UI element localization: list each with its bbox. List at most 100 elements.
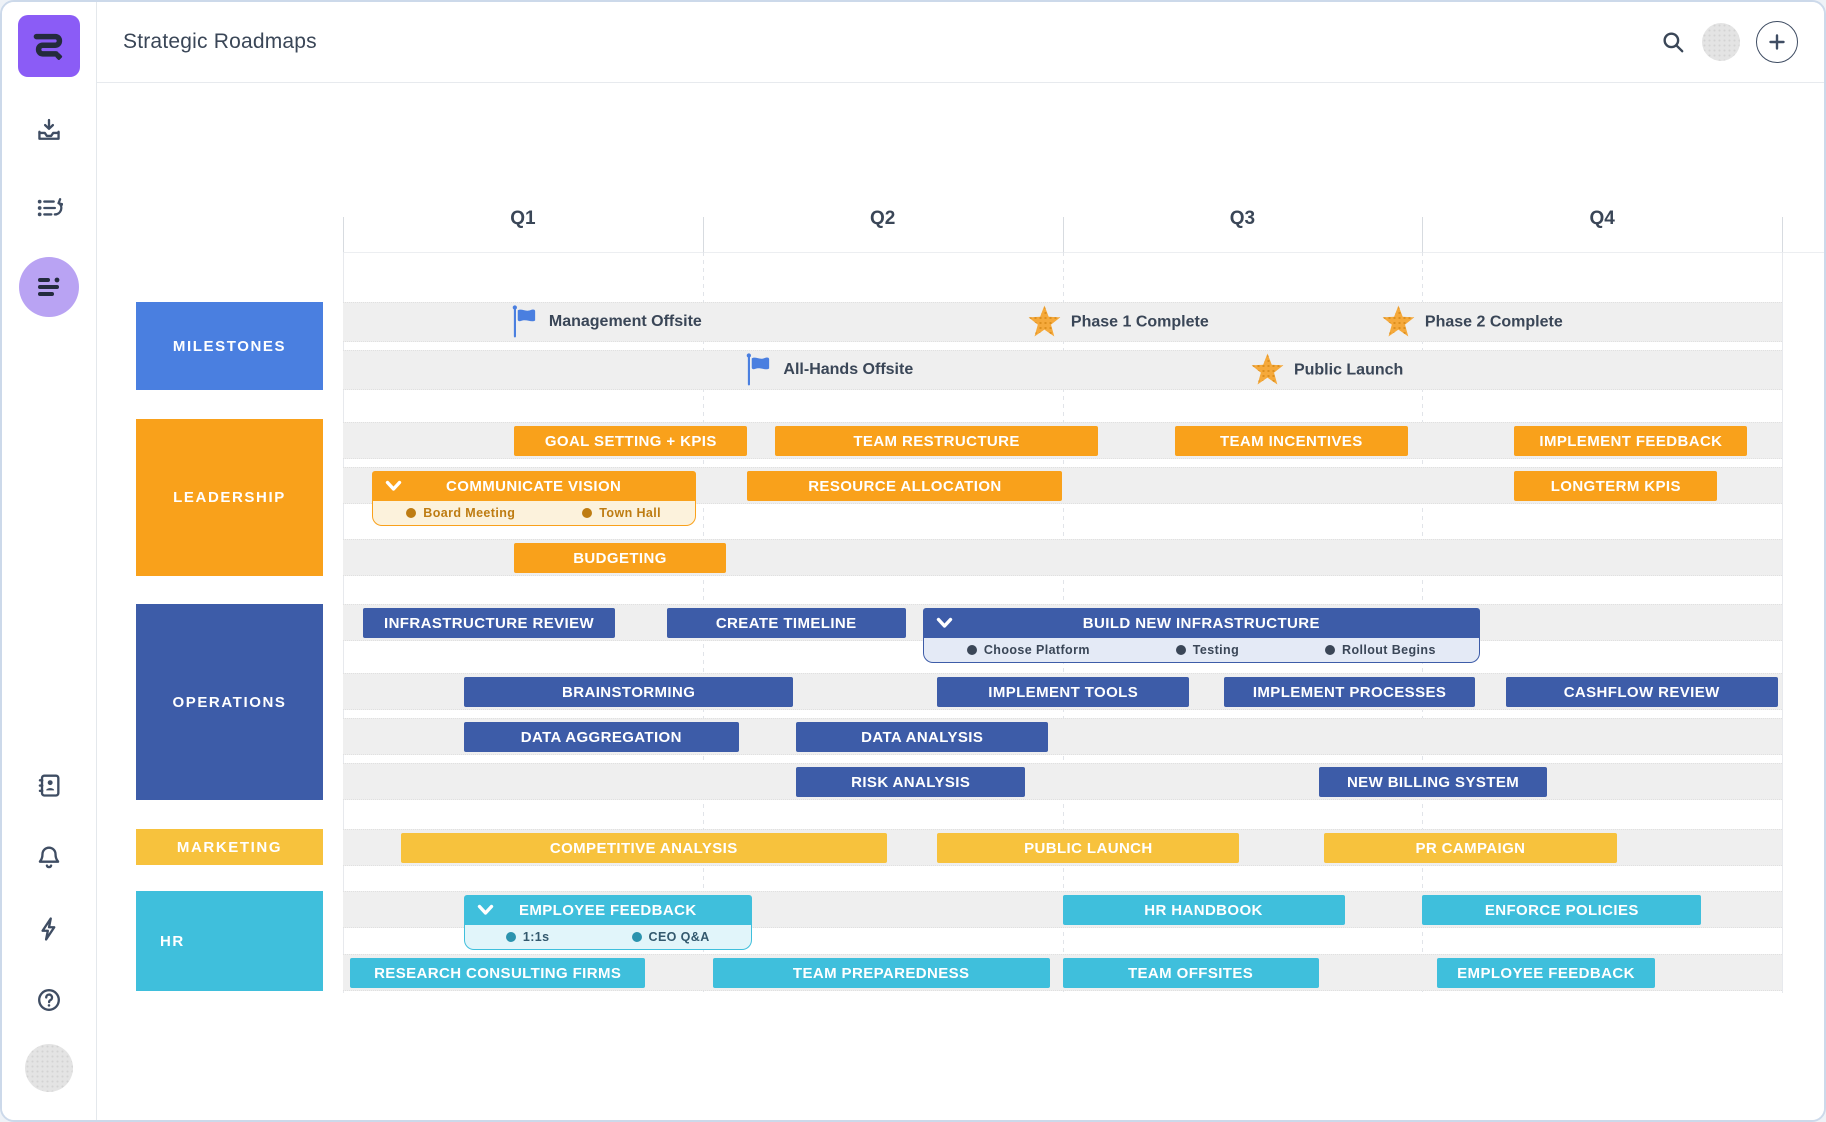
- timeline-tick: [1062, 217, 1064, 252]
- roadmap-bar[interactable]: GOAL SETTING + KPIS: [514, 426, 748, 456]
- swimlane-label-milestones: MILESTONES: [136, 302, 323, 390]
- milestone-item[interactable]: Phase 1 Complete: [1028, 305, 1209, 339]
- bar-label: BUDGETING: [573, 549, 667, 567]
- milestone-row-stripe: Management Offsite Phase 1 Complete Phase …: [343, 302, 1782, 342]
- milestone-label: Phase 1 Complete: [1070, 313, 1209, 330]
- roadmunk-logo[interactable]: [18, 15, 80, 77]
- search-icon[interactable]: [1660, 29, 1686, 55]
- bar-label: BRAINSTORMING: [562, 683, 696, 701]
- roadmap-bar[interactable]: TEAM OFFSITES: [1062, 958, 1319, 988]
- roadmap-bar[interactable]: INFRASTRUCTURE REVIEW: [363, 608, 615, 638]
- chevron-down-icon[interactable]: [385, 480, 402, 492]
- roadmap-bar[interactable]: TEAM RESTRUCTURE: [774, 426, 1099, 456]
- notifications-bell-icon[interactable]: [29, 837, 69, 877]
- roadmap-bar[interactable]: EMPLOYEE FEEDBACK: [1436, 958, 1656, 988]
- roadmap-bar[interactable]: ENFORCE POLICIES: [1422, 895, 1702, 925]
- bar-label: INFRASTRUCTURE REVIEW: [384, 614, 595, 632]
- bar-label: TEAM INCENTIVES: [1219, 432, 1363, 450]
- bar-label: PR CAMPAIGN: [1415, 839, 1526, 857]
- roadmap-bar[interactable]: COMPETITIVE ANALYSIS: [400, 833, 887, 863]
- add-button[interactable]: [1756, 21, 1798, 63]
- bar-label: IMPLEMENT PROCESSES: [1252, 683, 1447, 701]
- sub-milestone[interactable]: Town Hall: [582, 506, 661, 520]
- roadmap-bar[interactable]: BUDGETING: [514, 543, 726, 573]
- milestone-item[interactable]: Public Launch: [1251, 353, 1404, 387]
- activity-bolt-icon[interactable]: [29, 909, 69, 949]
- roadmap-bar[interactable]: CASHFLOW REVIEW: [1505, 677, 1778, 707]
- roadmap-bar[interactable]: IMPLEMENT FEEDBACK: [1514, 426, 1748, 456]
- bar-label: ENFORCE POLICIES: [1484, 901, 1639, 919]
- bar-label: RESEARCH CONSULTING FIRMS: [374, 964, 622, 982]
- roadmap-bar[interactable]: NEW BILLING SYSTEM: [1318, 767, 1548, 797]
- quarter-label: Q4: [1589, 208, 1615, 229]
- roadmap-bar[interactable]: PUBLIC LAUNCH: [937, 833, 1240, 863]
- star-icon: [1251, 353, 1284, 385]
- sidebar-avatar[interactable]: [25, 1044, 73, 1092]
- roadmap-bar[interactable]: TEAM PREPAREDNESS: [712, 958, 1050, 988]
- sub-milestone[interactable]: Testing: [1175, 643, 1240, 657]
- row-stripe: COMMUNICATE VISION Board Meeting Town Hall…: [343, 467, 1782, 526]
- roadmap-bar[interactable]: RESOURCE ALLOCATION: [747, 471, 1063, 501]
- sub-milestone-dot-icon: [1325, 645, 1336, 655]
- import-inbox-icon[interactable]: [29, 110, 69, 150]
- sub-milestone[interactable]: Choose Platform: [966, 643, 1090, 657]
- roadmap-bar[interactable]: IMPLEMENT PROCESSES: [1223, 677, 1476, 707]
- roadmap-bar[interactable]: RISK ANALYSIS: [796, 767, 1026, 797]
- swimlane-label-hr: HR: [136, 891, 323, 991]
- logo-squiggle-icon: [33, 33, 63, 60]
- roadmap-bar[interactable]: HR HANDBOOK: [1062, 895, 1345, 925]
- star-icon: [1382, 305, 1415, 337]
- bar-label: TEAM PREPAREDNESS: [792, 964, 970, 982]
- roadmap-bar[interactable]: BRAINSTORMING: [463, 677, 794, 707]
- quarter-label: Q1: [510, 208, 536, 229]
- row-stripe: DATA AGGREGATION DATA ANALYSIS: [343, 718, 1782, 755]
- sub-milestone-strip: Board Meeting Town Hall: [371, 501, 696, 526]
- roadmap-icon[interactable]: [19, 257, 79, 317]
- roadmap-bar[interactable]: BUILD NEW INFRASTRUCTURE Choose Platform T…: [922, 608, 1480, 663]
- bar-label: RISK ANALYSIS: [851, 773, 971, 791]
- top-header: Strategic Roadmaps: [97, 2, 1824, 83]
- bar-label: CASHFLOW REVIEW: [1563, 683, 1720, 701]
- sub-milestone[interactable]: Rollout Begins: [1325, 643, 1436, 657]
- roadmap-bar[interactable]: PR CAMPAIGN: [1324, 833, 1617, 863]
- bar-label: BUILD NEW INFRASTRUCTURE: [1082, 614, 1320, 632]
- roadmap-bar[interactable]: LONGTERM KPIS: [1514, 471, 1718, 501]
- sub-milestone-dot-icon: [406, 508, 417, 518]
- milestone-label: Public Launch: [1293, 361, 1404, 378]
- quarter-label: Q2: [869, 208, 896, 229]
- list-history-icon[interactable]: [29, 188, 69, 228]
- sub-milestone-dot-icon: [1175, 645, 1186, 655]
- sub-milestone[interactable]: 1:1s: [505, 930, 550, 944]
- bar-label: PUBLIC LAUNCH: [1024, 839, 1153, 857]
- bar-label: NEW BILLING SYSTEM: [1346, 773, 1520, 791]
- roadmap-bar[interactable]: DATA ANALYSIS: [796, 722, 1049, 752]
- chevron-down-icon[interactable]: [477, 904, 494, 916]
- sub-milestone[interactable]: Board Meeting: [406, 506, 515, 520]
- sub-milestone-label: Testing: [1192, 643, 1240, 657]
- help-icon[interactable]: [29, 980, 69, 1020]
- roadmap-bar[interactable]: CREATE TIMELINE: [666, 608, 906, 638]
- milestone-label: All-Hands Offsite: [783, 361, 914, 378]
- roadmap-bar[interactable]: RESEARCH CONSULTING FIRMS: [350, 958, 646, 988]
- chevron-down-icon[interactable]: [936, 617, 953, 629]
- flag-icon: [744, 352, 773, 388]
- row-stripe: GOAL SETTING + KPIS TEAM RESTRUCTURE TEAM …: [343, 422, 1782, 459]
- sub-milestone[interactable]: CEO Q&A: [631, 930, 710, 944]
- swimlane-label-text: MILESTONES: [172, 337, 287, 355]
- roadmap-bar[interactable]: IMPLEMENT TOOLS: [937, 677, 1190, 707]
- contacts-icon[interactable]: [29, 765, 69, 805]
- row-stripe: BRAINSTORMING IMPLEMENT TOOLS IMPLEMENT PR…: [343, 673, 1782, 710]
- user-avatar[interactable]: [1702, 23, 1740, 61]
- milestone-item[interactable]: Management Offsite: [510, 304, 702, 340]
- milestone-item[interactable]: All-Hands Offsite: [744, 352, 913, 388]
- milestone-item[interactable]: Phase 2 Complete: [1382, 305, 1563, 339]
- roadmap-bar[interactable]: DATA AGGREGATION: [463, 722, 739, 752]
- row-stripe: COMPETITIVE ANALYSIS PUBLIC LAUNCH PR CAMP…: [343, 829, 1782, 866]
- bar-label: EMPLOYEE FEEDBACK: [1457, 964, 1635, 982]
- row-stripe: BUDGETING: [343, 539, 1782, 576]
- roadmap-bar[interactable]: COMMUNICATE VISION Board Meeting Town Hall: [371, 471, 696, 526]
- roadmap-bar[interactable]: TEAM INCENTIVES: [1174, 426, 1408, 456]
- bar-label: COMMUNICATE VISION: [446, 477, 622, 495]
- swimlane-label-text: MARKETING: [176, 838, 283, 856]
